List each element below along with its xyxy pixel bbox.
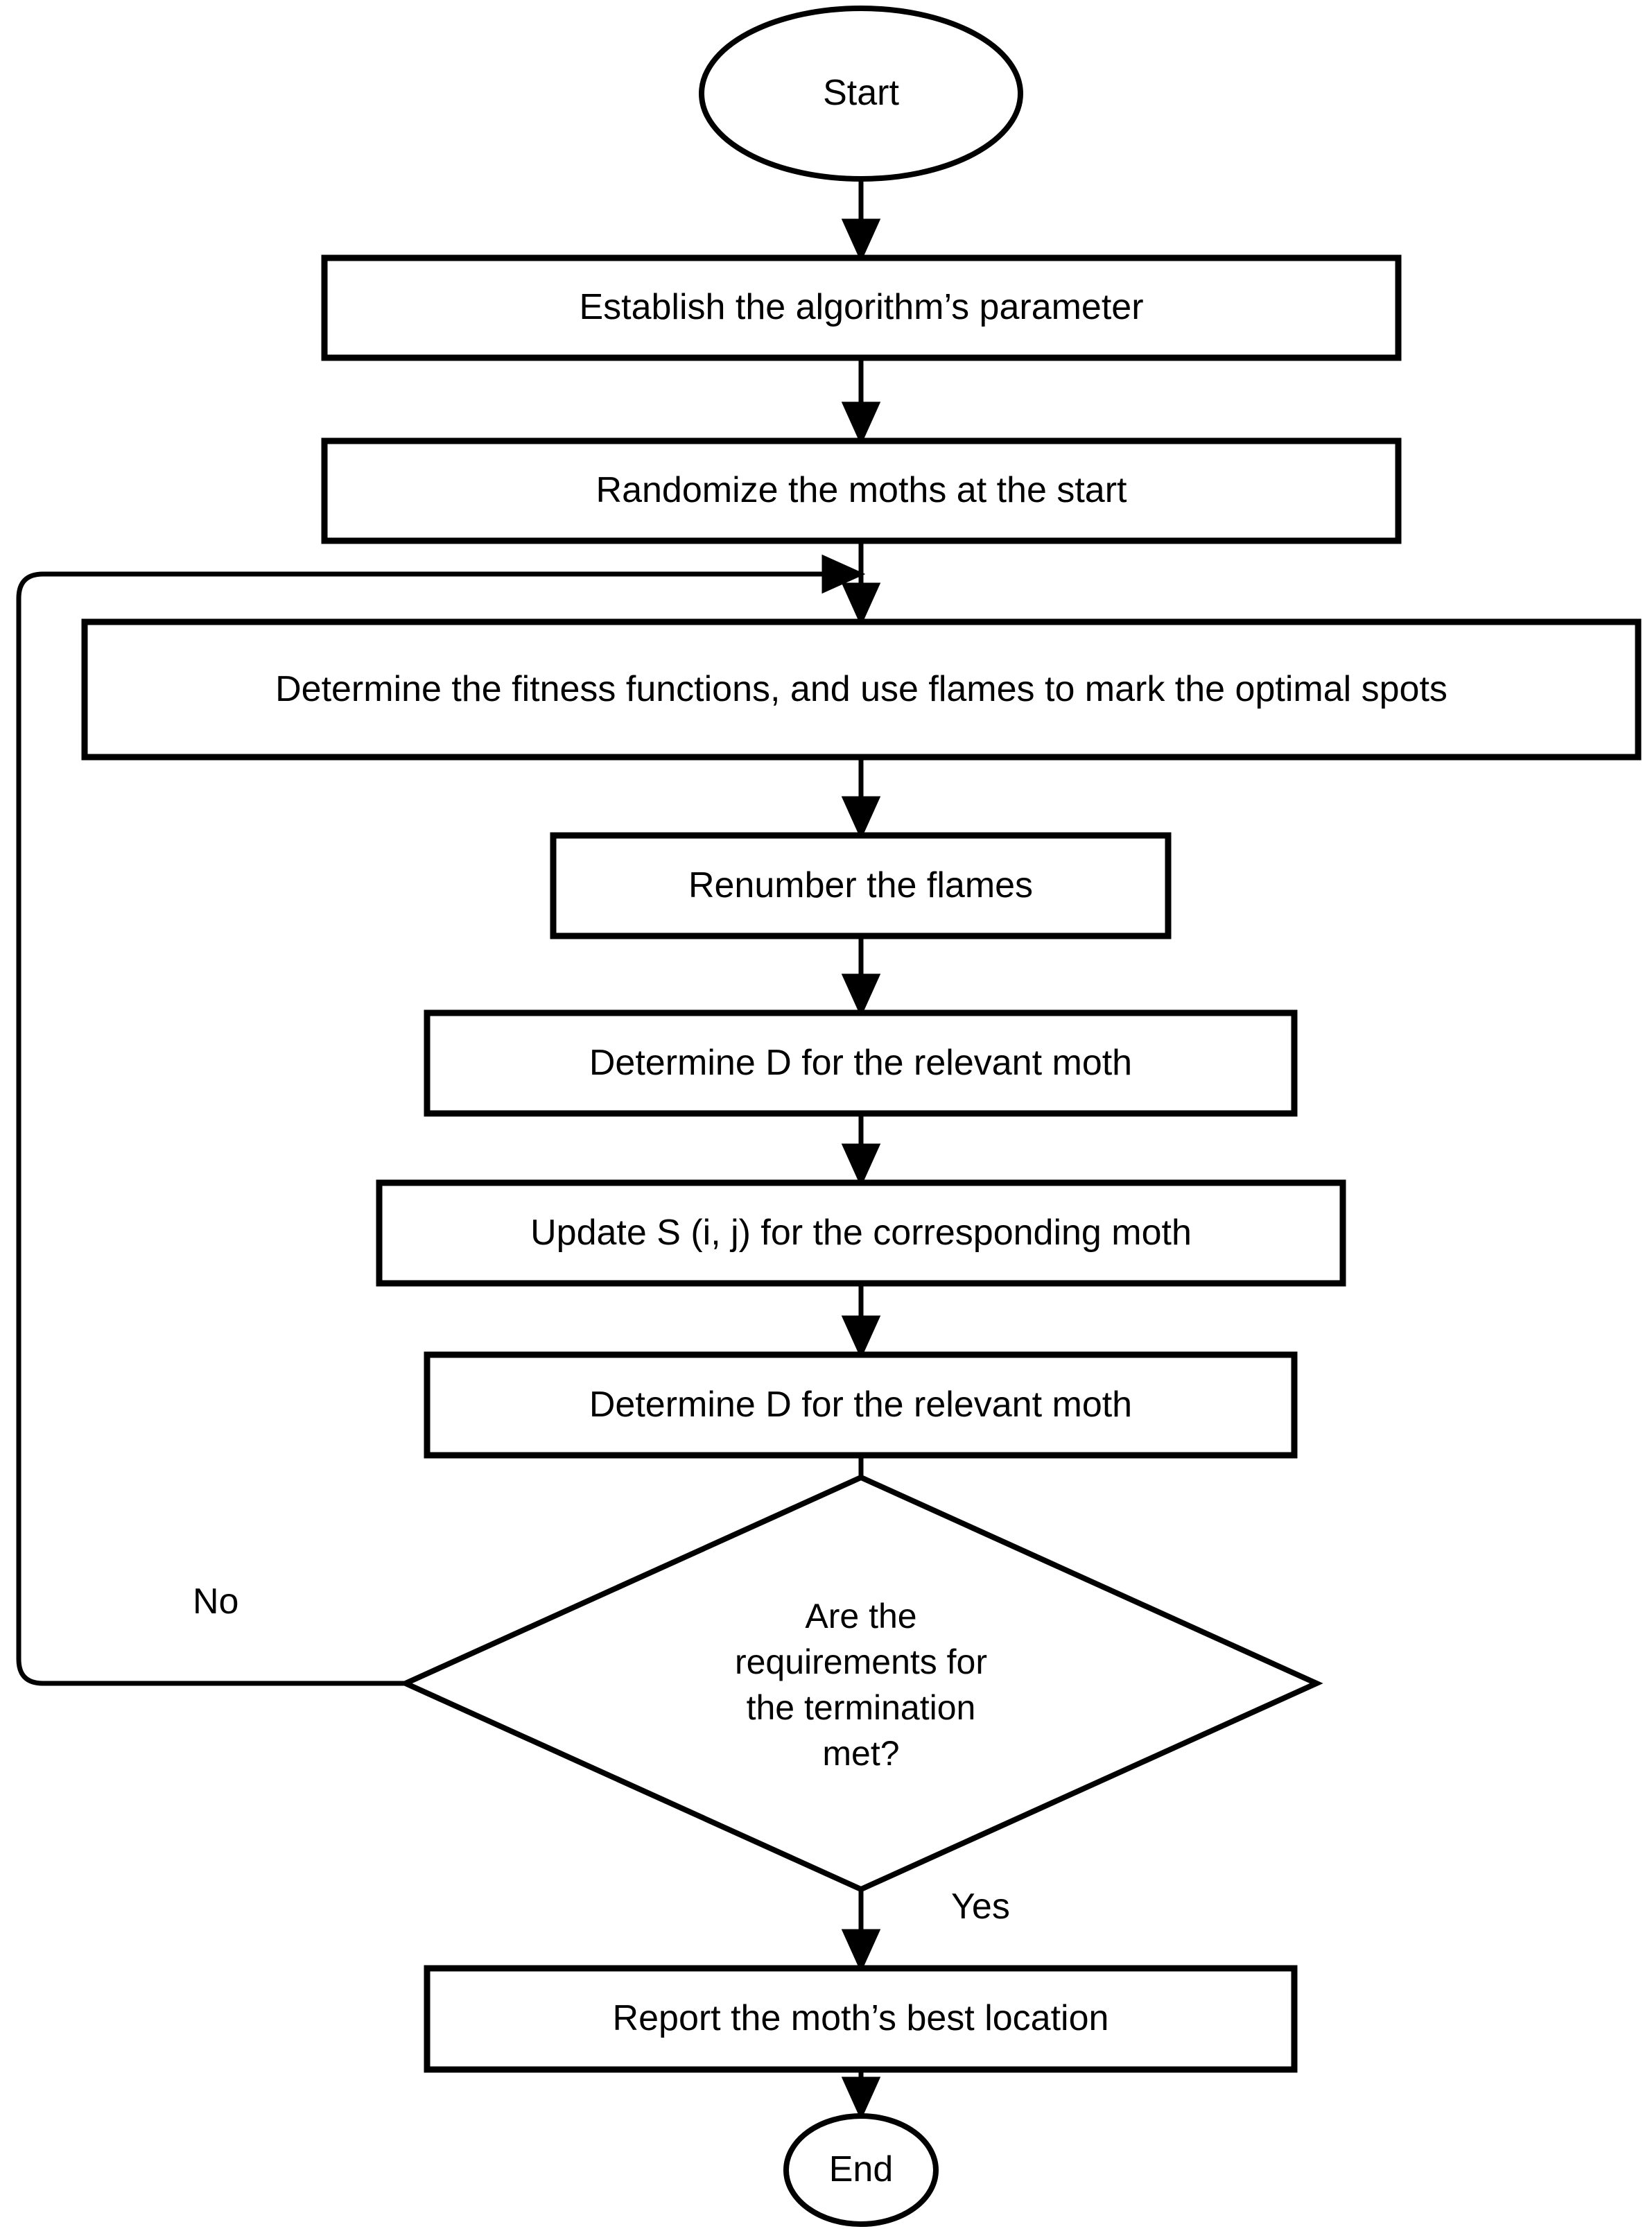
process-establish-parameters-shape <box>321 254 1402 361</box>
process-determine-fitness-shape <box>81 618 1642 761</box>
process-update-s-shape <box>376 1179 1346 1287</box>
process-determine-d-2-shape <box>424 1351 1298 1459</box>
terminator-start-shape <box>699 6 1023 182</box>
process-report-best-shape <box>424 1965 1298 2073</box>
terminator-end-shape <box>783 2113 939 2227</box>
connector-decision-no-loopback <box>16 554 866 1686</box>
process-determine-d-1-shape <box>424 1009 1298 1117</box>
process-randomize-moths-shape <box>321 437 1402 544</box>
process-renumber-flames-shape <box>550 832 1172 939</box>
decision-termination-check-shape <box>399 1474 1323 1893</box>
